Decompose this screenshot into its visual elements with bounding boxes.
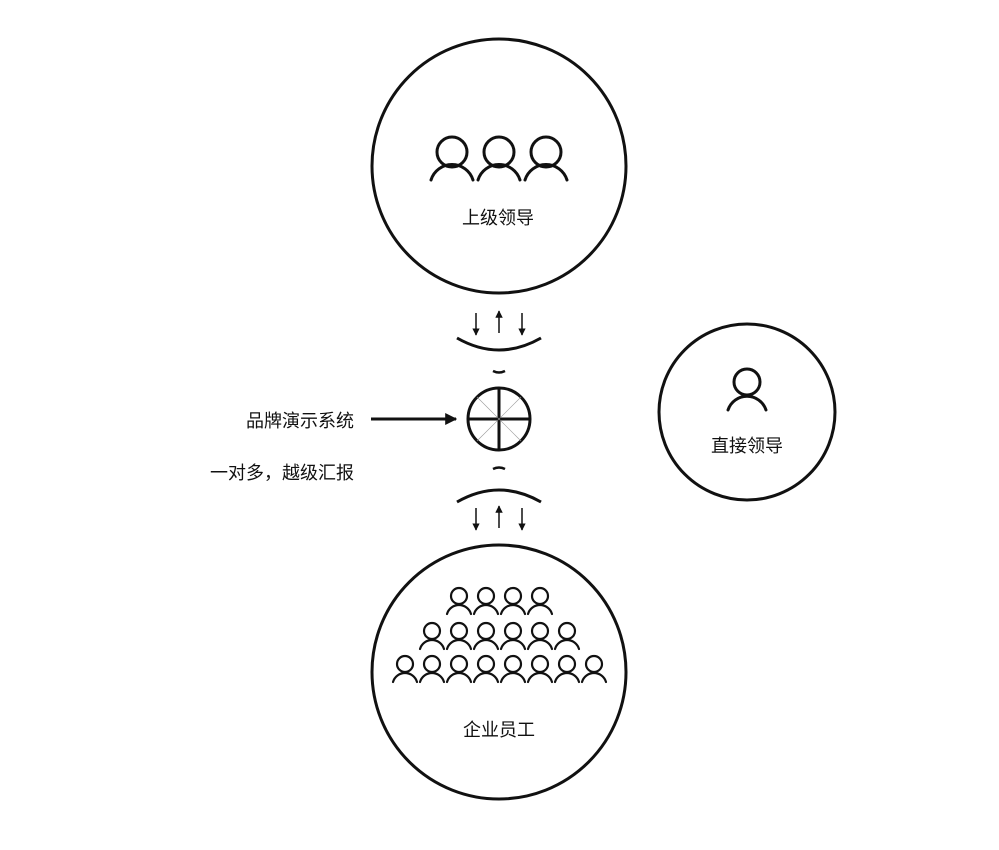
crowd-person-icon (418, 621, 446, 651)
crowd-person-icon (526, 654, 554, 684)
upper-arc (456, 336, 542, 352)
side-node-label: 直接领导 (711, 436, 783, 457)
crowd-person-icon (526, 621, 554, 651)
crowd-person-icon (553, 621, 581, 651)
crowd-person-icon (445, 654, 473, 684)
upper-flow-arrows (472, 310, 526, 336)
note-label: 一对多，越级汇报 (210, 463, 354, 484)
top-node-circle (370, 37, 628, 295)
lower-arc (456, 488, 542, 504)
crowd-person-icon (526, 586, 554, 616)
crowd-person-icon (472, 621, 500, 651)
crowd-person-icon (445, 621, 473, 651)
crowd-person-icon (472, 586, 500, 616)
three-person-icon (429, 135, 569, 182)
crowd-person-icon (580, 654, 608, 684)
crowd-person-icon (418, 654, 446, 684)
top-node-label: 上级领导 (462, 208, 534, 229)
crowd-person-icon (472, 654, 500, 684)
side-node-circle (657, 322, 837, 502)
person-icon (726, 367, 768, 412)
crowd-person-icon (499, 654, 527, 684)
crowd-person-icon (553, 654, 581, 684)
crosshair-globe-icon (466, 386, 532, 452)
crowd-icon (391, 586, 608, 684)
brand-label: 品牌演示系统 (246, 411, 354, 432)
crowd-person-icon (499, 621, 527, 651)
crowd-person-icon (499, 586, 527, 616)
lower-flow-arrows (472, 505, 526, 531)
crowd-person-icon (391, 654, 419, 684)
crowd-person-icon (445, 586, 473, 616)
bottom-node-label: 企业员工 (463, 720, 535, 741)
bottom-node-circle (370, 543, 628, 801)
upper-small-arc (492, 369, 506, 374)
lower-small-arc (492, 466, 506, 471)
